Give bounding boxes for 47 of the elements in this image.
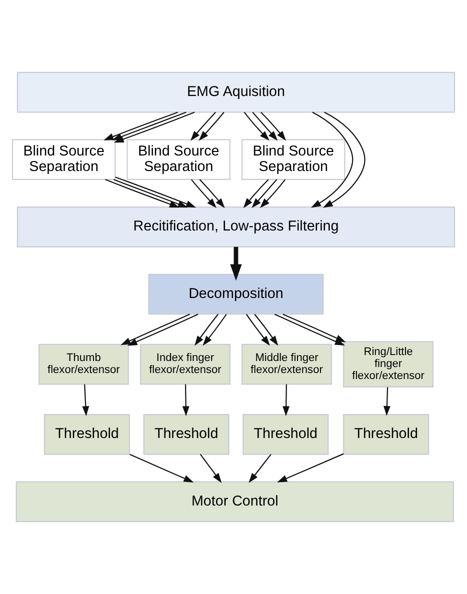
arrow xyxy=(246,314,270,346)
arrow xyxy=(199,179,225,208)
arrow xyxy=(252,179,278,208)
arrow xyxy=(260,112,286,141)
node-box: Threshold xyxy=(143,414,230,455)
arrow xyxy=(202,314,227,346)
arrow xyxy=(114,112,195,143)
arrow xyxy=(113,179,188,208)
arrow xyxy=(130,454,194,482)
arrow xyxy=(200,454,222,483)
node-box: Thumb flexor/extensor xyxy=(38,344,129,385)
arrow xyxy=(127,314,198,346)
arrow xyxy=(182,384,190,416)
arrow xyxy=(254,314,278,346)
node-box: Ring/Little finger flexor/extensor xyxy=(343,341,434,388)
arrow xyxy=(310,112,354,208)
arrow xyxy=(282,384,290,416)
arrow xyxy=(190,179,217,208)
node-box: Threshold xyxy=(242,414,329,455)
arrow xyxy=(322,112,366,208)
arrow xyxy=(243,179,269,208)
node-box: Recitification, Low-pass Filtering xyxy=(16,206,456,248)
arrow xyxy=(82,384,90,416)
node-box: Index finger flexor/extensor xyxy=(140,344,230,385)
arrow xyxy=(115,176,196,208)
node-box: Blind Source Separation xyxy=(242,139,346,180)
node-box: Blind Source Separation xyxy=(12,139,116,180)
arrow xyxy=(190,112,216,141)
node-box: Middle finger flexor/extensor xyxy=(242,344,332,385)
arrow xyxy=(383,387,390,416)
arrow xyxy=(194,314,219,346)
node-box: Motor Control xyxy=(16,481,454,522)
arrow xyxy=(105,179,180,208)
arrow xyxy=(230,246,242,281)
node-box: Threshold xyxy=(343,414,430,455)
arrow xyxy=(244,112,270,141)
arrow xyxy=(277,453,344,482)
node-box: EMG Aquisition xyxy=(16,72,456,113)
node-box: Blind Source Separation xyxy=(126,139,230,180)
node-box: Threshold xyxy=(44,414,130,455)
arrow xyxy=(120,314,190,346)
node-box: Decomposition xyxy=(148,274,324,315)
arrow xyxy=(260,179,286,208)
arrow xyxy=(252,112,278,141)
arrow xyxy=(198,112,224,141)
arrow xyxy=(282,314,346,342)
arrow xyxy=(248,454,272,483)
